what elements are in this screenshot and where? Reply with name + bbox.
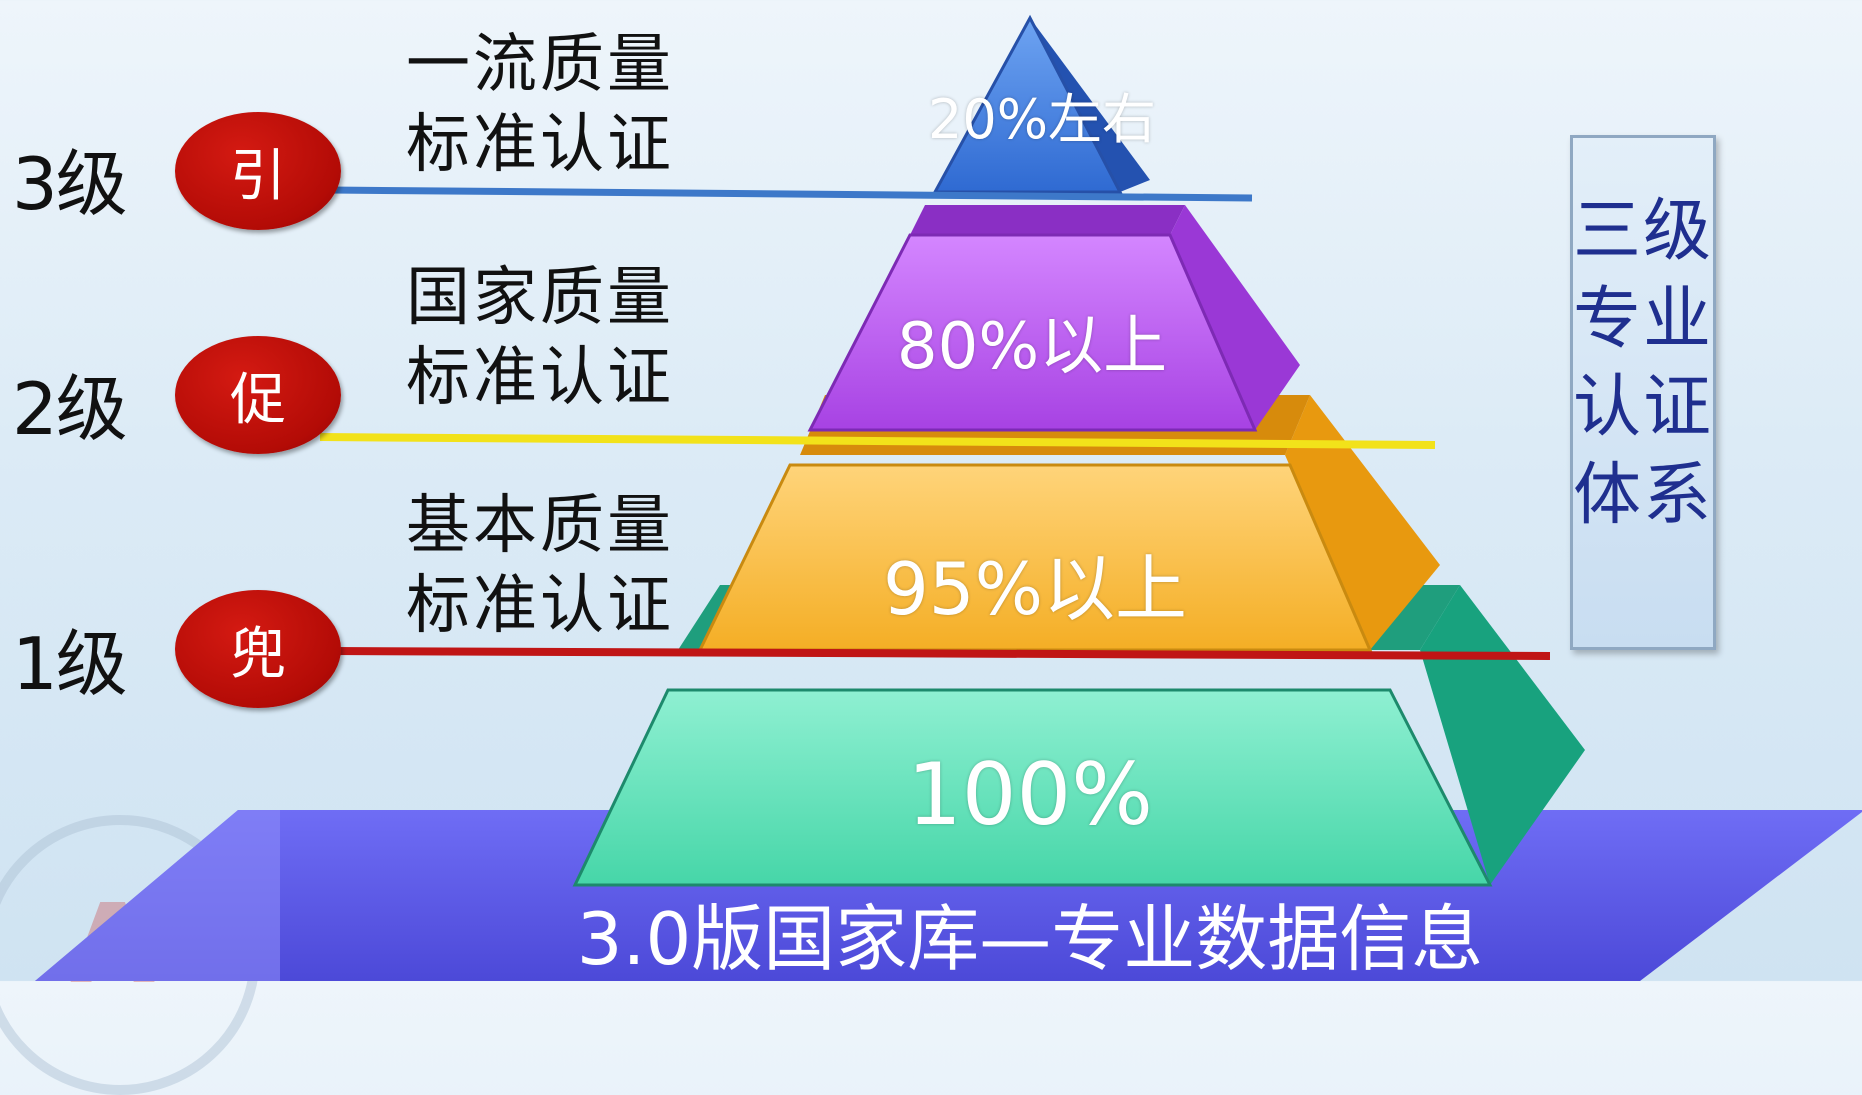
badge-yin: 引 bbox=[175, 112, 341, 230]
level-3-standard-line2: 标准认证 bbox=[406, 108, 674, 182]
level-1-standard: 基本质量 标准认证 bbox=[406, 486, 674, 646]
level-1-standard-line2: 标准认证 bbox=[406, 569, 674, 643]
layer-label-100: 100% bbox=[907, 745, 1153, 845]
layer-label-20: 20%左右 bbox=[927, 88, 1157, 151]
level-2-standard-line2: 标准认证 bbox=[406, 341, 674, 415]
badge-dou: 兜 bbox=[175, 590, 341, 708]
badge-cu: 促 bbox=[175, 336, 341, 454]
side-box-line-4: 体系 bbox=[1573, 456, 1714, 535]
side-box-line-1: 三级 bbox=[1573, 192, 1714, 271]
pyramid-layer-4 bbox=[932, 14, 1150, 194]
level-2-standard-line1: 国家质量 bbox=[406, 261, 674, 335]
side-box-line-3: 认证 bbox=[1573, 368, 1714, 447]
pyramid-diagram bbox=[35, 14, 1862, 981]
level-2-label: 2级 bbox=[12, 367, 128, 451]
layer-label-80: 80%以上 bbox=[896, 310, 1168, 384]
level-2-line bbox=[319, 433, 1436, 449]
level-3-line bbox=[329, 186, 1253, 202]
level-2-standard: 国家质量 标准认证 bbox=[406, 258, 674, 418]
level-3-label: 3级 bbox=[12, 142, 128, 226]
side-box-line-2: 专业 bbox=[1573, 280, 1714, 359]
base-label: 3.0版国家库—专业数据信息 bbox=[576, 897, 1484, 981]
level-3-standard-line1: 一流质量 bbox=[406, 28, 674, 102]
level-1-label: 1级 bbox=[12, 622, 128, 706]
level-3-standard: 一流质量 标准认证 bbox=[406, 25, 674, 185]
level-1-line bbox=[329, 647, 1551, 660]
level-1-standard-line1: 基本质量 bbox=[406, 489, 674, 563]
pyramid-layer-3 bbox=[807, 205, 1300, 432]
side-box-title: 三级 专业 认证 体系 bbox=[1570, 135, 1716, 650]
layer-label-95: 95%以上 bbox=[882, 547, 1188, 631]
